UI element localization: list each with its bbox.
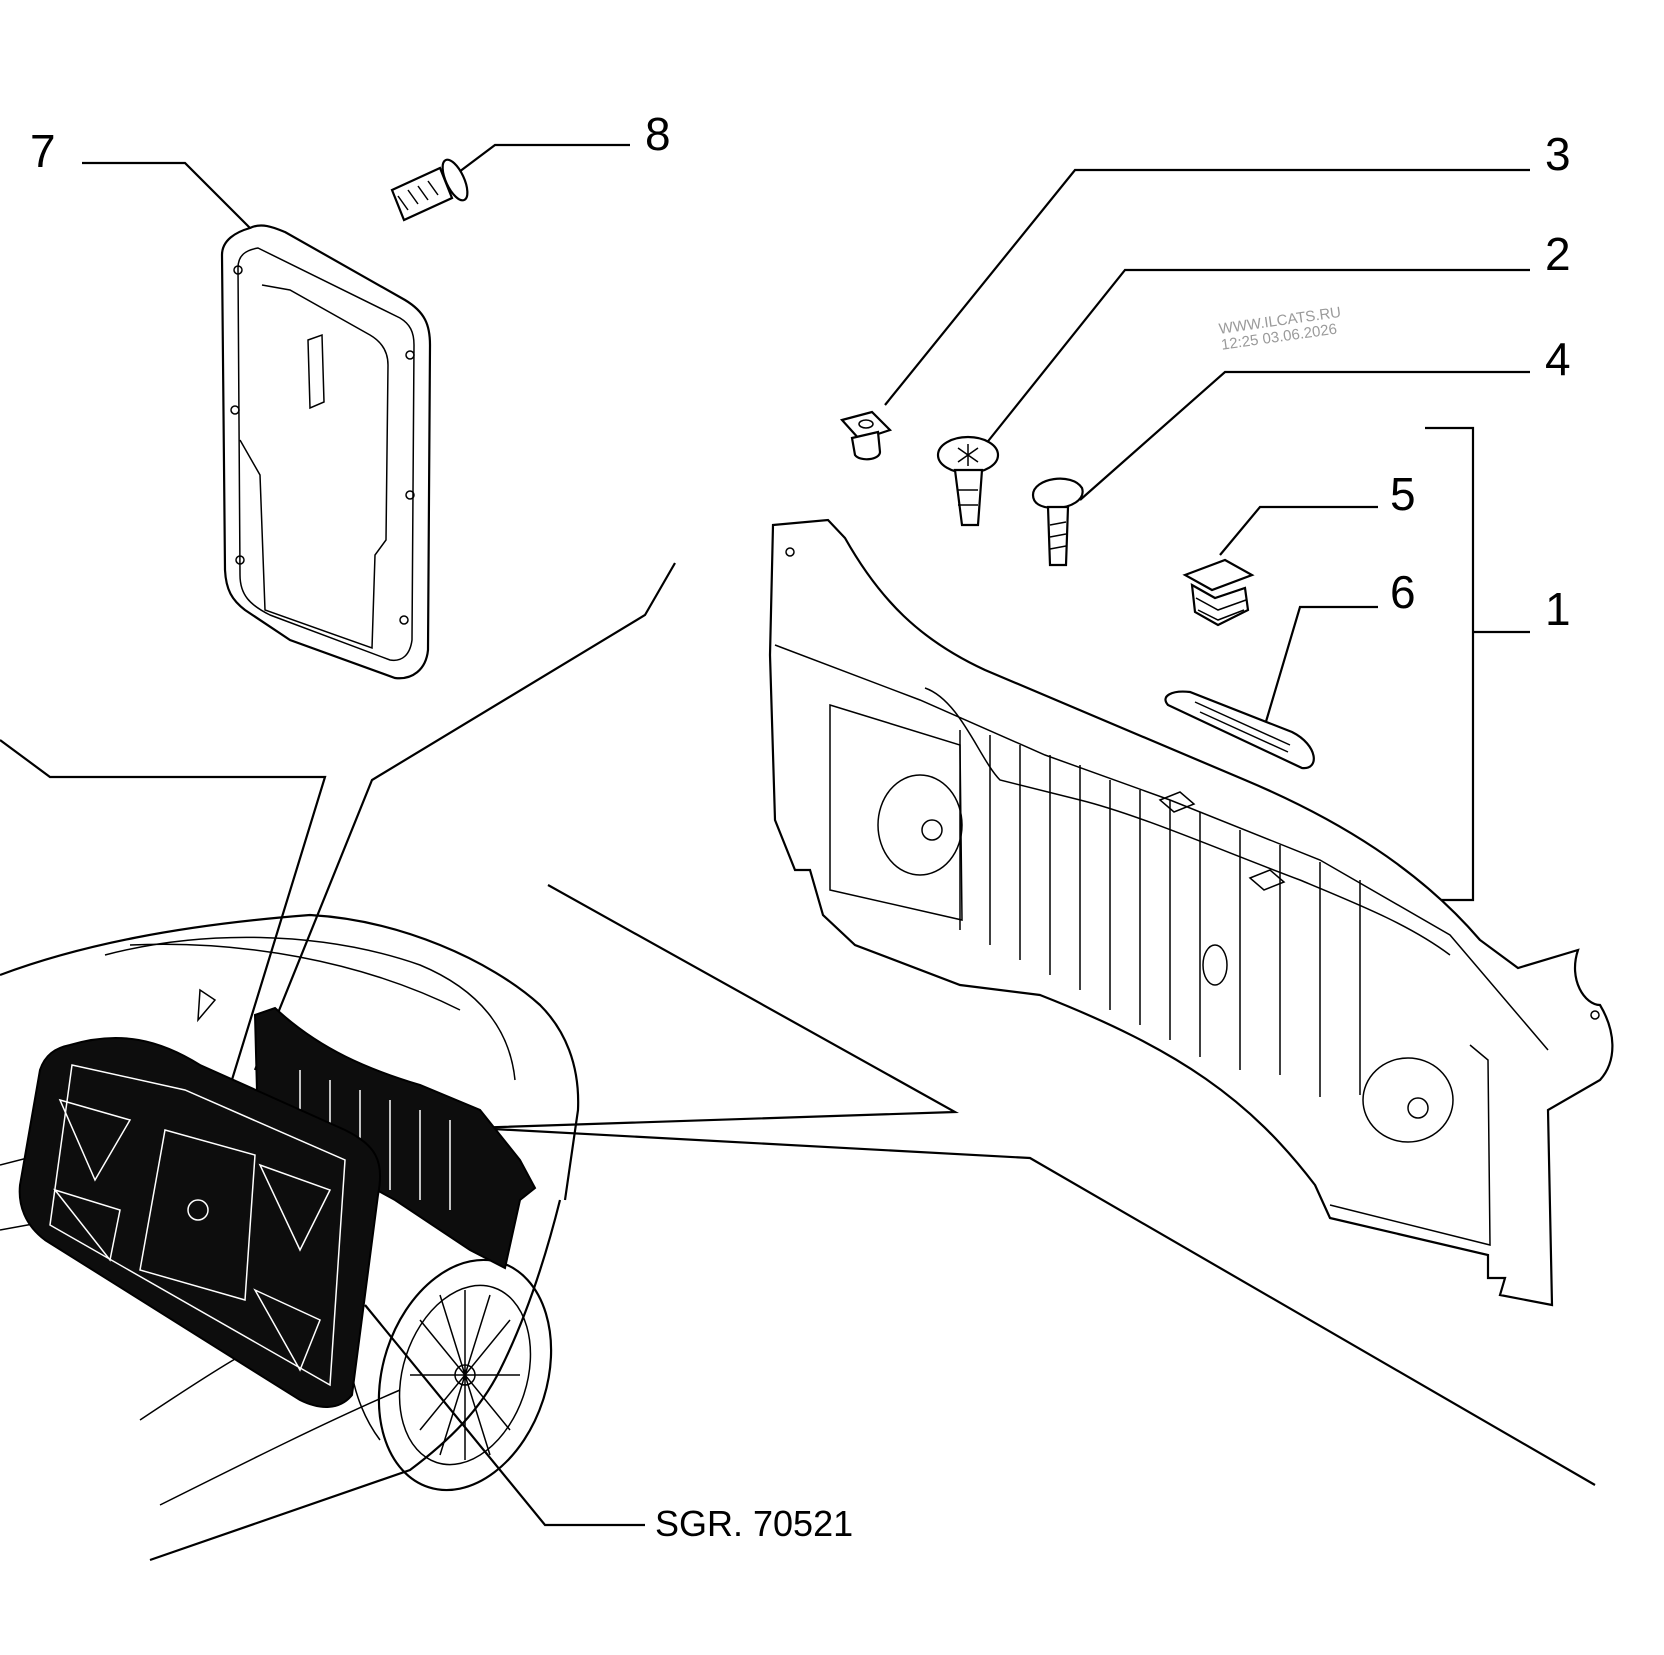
callout-7: 7 <box>30 125 56 177</box>
callout-6: 6 <box>1390 566 1416 618</box>
callout-numbers: 7 8 3 2 4 5 6 1 <box>30 108 1571 635</box>
zoom-line-b <box>253 562 676 1071</box>
bolt-part-4 <box>1031 477 1084 567</box>
screw-part-8 <box>390 158 469 222</box>
callout-1: 1 <box>1545 583 1571 635</box>
callout-3: 3 <box>1545 128 1571 180</box>
callout-2: 2 <box>1545 228 1571 280</box>
rear-panel-part-1 <box>768 518 1614 1307</box>
zoom-line-a <box>0 739 327 1136</box>
leader-2 <box>984 268 1530 446</box>
plug-part-5 <box>1182 558 1255 627</box>
leader-3 <box>884 168 1530 406</box>
clip-nut-part-3 <box>839 410 893 461</box>
leader-sgr <box>364 1304 645 1527</box>
strip-part-6 <box>1164 690 1315 770</box>
callout-4: 4 <box>1545 333 1571 385</box>
callout-8: 8 <box>645 108 671 160</box>
cover-panel-part-7 <box>220 224 432 680</box>
zoom-line-c <box>469 884 959 1130</box>
leader-8 <box>454 143 630 176</box>
callout-5: 5 <box>1390 468 1416 520</box>
zoom-line-d <box>474 1126 1596 1486</box>
installed-floor-panel <box>18 1036 382 1408</box>
reference-label: SGR. 70521 <box>655 1503 854 1544</box>
push-rivet-part-2 <box>936 435 1000 527</box>
leader-4 <box>1079 370 1530 501</box>
leader-6 <box>1263 605 1378 726</box>
installed-rear-panel <box>253 1006 537 1270</box>
leader-lines <box>0 143 1596 1527</box>
leader-7 <box>82 161 251 229</box>
installed-parts-on-car <box>18 1006 537 1408</box>
leader-5 <box>1219 505 1378 556</box>
